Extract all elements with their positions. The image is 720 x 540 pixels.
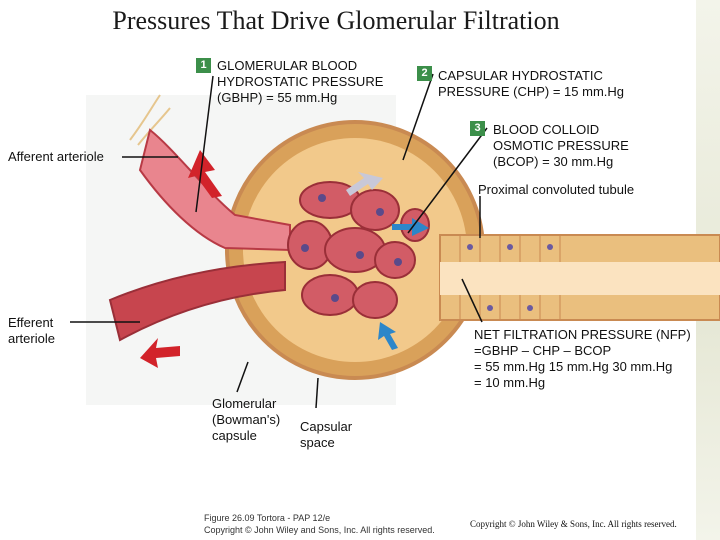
efferent-line: Efferent xyxy=(8,315,54,330)
bcop-arrow xyxy=(392,218,429,236)
gbhp-number-badge: 1 xyxy=(196,58,211,73)
chp-line: PRESSURE (CHP) = 15 mm.Hg xyxy=(438,84,625,99)
chp-arrow xyxy=(346,172,383,196)
capsular-space-label: Capsular space xyxy=(300,419,352,451)
capsular-space-line: Capsular xyxy=(300,419,353,434)
figure-caption: Figure 26.09 Tortora - PAP 12/e Copyrigh… xyxy=(204,512,435,536)
gbhp-arrow xyxy=(188,150,222,198)
bcop-line: BLOOD COLLOID xyxy=(493,122,600,137)
capillary-tuft xyxy=(287,181,430,319)
bcop-line: (BCOP) = 30 mm.Hg xyxy=(493,154,614,169)
page-title: Pressures That Drive Glomerular Filtrati… xyxy=(112,6,560,35)
glomerular-line: Glomerular xyxy=(212,396,277,411)
chp-line: CAPSULAR HYDROSTATIC xyxy=(438,68,603,83)
tubule-nuclei xyxy=(467,244,553,311)
tubule-lumen xyxy=(440,262,720,295)
bcop-label: BLOOD COLLOID OSMOTIC PRESSURE (BCOP) = … xyxy=(493,122,629,170)
tuft-nuclei xyxy=(301,194,402,302)
capsular-space-line: space xyxy=(300,435,335,450)
caption-line: Figure 26.09 Tortora - PAP 12/e xyxy=(204,513,331,523)
gbhp-label: GLOMERULAR BLOOD HYDROSTATIC PRESSURE (G… xyxy=(217,58,383,106)
bcop-line: OSMOTIC PRESSURE xyxy=(493,138,629,153)
gbhp-arrow-lower xyxy=(140,338,180,368)
nfp-line: = 10 mm.Hg xyxy=(474,375,546,390)
glomerular-line: (Bowman's) xyxy=(212,412,281,427)
efferent-arteriole xyxy=(108,260,286,342)
leader-lines xyxy=(70,73,488,409)
net-filtration-pressure-label: NET FILTRATION PRESSURE (NFP) =GBHP – CH… xyxy=(474,327,691,391)
gbhp-line: HYDROSTATIC PRESSURE xyxy=(217,74,384,89)
chp-label: CAPSULAR HYDROSTATIC PRESSURE (CHP) = 15… xyxy=(438,68,624,100)
nerve-fiber xyxy=(137,107,171,146)
nfp-line: NET FILTRATION PRESSURE (NFP) xyxy=(474,327,691,342)
gbhp-line: (GBHP) = 55 mm.Hg xyxy=(217,90,338,105)
efferent-arteriole-label: Efferent arteriole xyxy=(8,315,55,347)
efferent-line: arteriole xyxy=(8,331,55,346)
chp-number-badge: 2 xyxy=(417,66,432,81)
nerve-fiber xyxy=(129,94,161,141)
nfp-line: = 55 mm.Hg 15 mm.Hg 30 mm.Hg xyxy=(474,359,673,374)
copyright-notice: Copyright © John Wiley & Sons, Inc. All … xyxy=(470,519,677,529)
caption-line: Copyright © John Wiley and Sons, Inc. Al… xyxy=(204,525,435,535)
nfp-line: =GBHP – CHP – BCOP xyxy=(474,343,612,358)
glomerular-line: capsule xyxy=(212,428,257,443)
gbhp-line: GLOMERULAR BLOOD xyxy=(217,58,358,73)
proximal-tubule-label: Proximal convoluted tubule xyxy=(478,182,635,197)
bcop-number-badge: 3 xyxy=(470,121,485,136)
bcop-arrow-lower xyxy=(378,322,398,350)
glomerular-capsule-label: Glomerular (Bowman's) capsule xyxy=(212,396,280,444)
tubule-cells xyxy=(459,235,561,320)
afferent-arteriole-label: Afferent arteriole xyxy=(8,149,104,164)
